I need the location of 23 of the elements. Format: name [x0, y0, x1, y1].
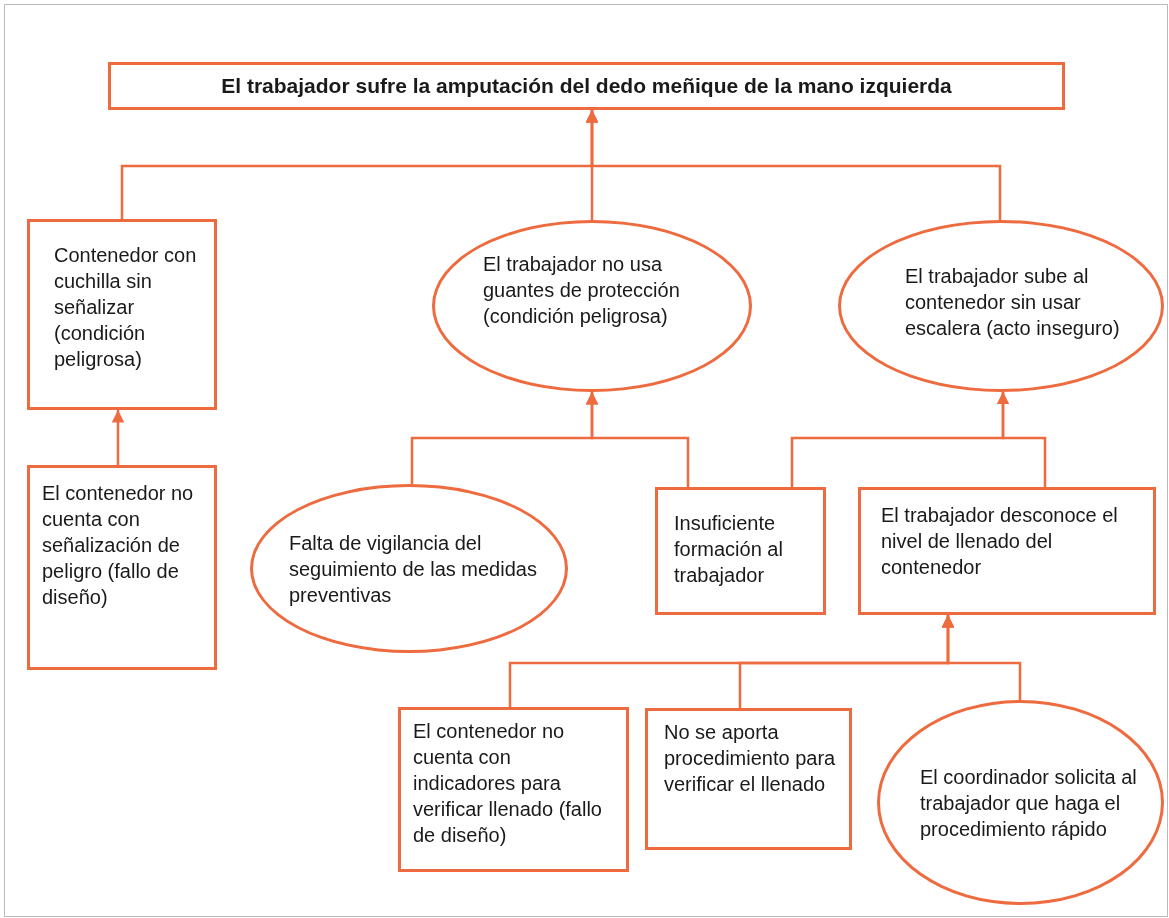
cause-box: [27, 219, 217, 410]
cause-box: [27, 465, 217, 670]
cause-text: El contenedor no cuenta con indicadores para verificar llenado (fallo de diseño): [413, 719, 603, 848]
cause-text: El contenedor no cuenta con señalización de peligro (fallo de diseño): [42, 481, 195, 610]
cause-text: Contenedor con cuchilla sin señalizar (condición peligrosa): [54, 243, 198, 372]
cause-text: Insuficiente formación al trabajador: [674, 511, 784, 588]
cause-text: El coordinador solicita al trabajador que haga el procedimiento rápido: [920, 764, 1138, 842]
cause-text: El trabajador sufre la amputación del dedo meñique de la mano izquierda: [220, 73, 953, 100]
cause-text: No se aporta procedimiento para verificar el llenado: [664, 720, 837, 797]
cause-box: [108, 62, 1065, 110]
cause-box: [398, 707, 629, 872]
arrow: [111, 410, 125, 465]
cause-text: El trabajador no usa guantes de protección (condición peligrosa): [483, 252, 681, 329]
cause-text: El trabajador desconoce el nivel de llenado del contenedor: [881, 503, 1119, 580]
arrow: [941, 615, 1022, 700]
arrow: [585, 110, 1002, 220]
cause-box: [645, 708, 852, 850]
cause-text: El trabajador sube al contenedor sin usar escalera (acto inseguro): [905, 264, 1121, 341]
arrow: [996, 392, 1047, 487]
cause-text: Falta de vigilancia del seguimiento de las medidas preventivas: [289, 530, 538, 608]
cause-box: [655, 487, 826, 615]
cause-box: [858, 487, 1156, 615]
arrow: [585, 392, 690, 487]
